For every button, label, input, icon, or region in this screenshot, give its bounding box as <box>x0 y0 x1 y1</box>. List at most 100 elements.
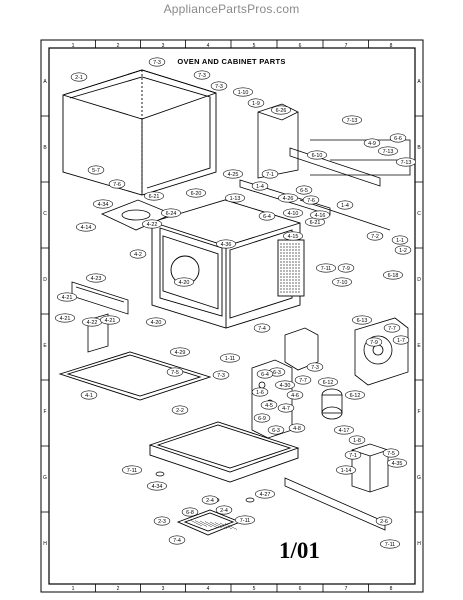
callout-label: 4-29 <box>175 350 186 356</box>
callout-label: 7-3 <box>153 60 161 66</box>
callout: 4-21 <box>56 292 77 302</box>
callout-label: 4-21 <box>105 318 116 324</box>
callout: 1-10 <box>233 87 254 97</box>
callout-label: 2-3 <box>158 519 166 525</box>
callout-label: 4-17 <box>339 428 350 434</box>
callout: 1-8 <box>348 435 366 445</box>
callout-label: 6-9 <box>258 416 266 422</box>
watermark: AppliancePartsPros.com <box>163 2 300 16</box>
callout: 2-2 <box>171 405 189 415</box>
callout: 6-21 <box>144 191 165 201</box>
callout: 4-7 <box>277 403 295 413</box>
callout: 4-5 <box>260 400 278 410</box>
callout: 1-9 <box>247 98 265 108</box>
callout: 7-11 <box>315 263 336 273</box>
callout: 4-10 <box>282 208 303 218</box>
callout: 6-26 <box>270 105 291 115</box>
callout-label: 4-6 <box>291 393 299 399</box>
callout-label: 6-8 <box>186 510 194 516</box>
column-label: 4 <box>207 43 210 49</box>
column-label: 1 <box>72 586 75 592</box>
callout-label: 4-21 <box>62 295 73 301</box>
callout-label: 4-7 <box>282 406 290 412</box>
callout: 7-2 <box>366 231 384 241</box>
callout: 6-24 <box>161 208 182 218</box>
callout-label: 7-13 <box>401 160 412 166</box>
callout: 6-6 <box>389 133 407 143</box>
row-label: A <box>43 79 47 85</box>
page-number: 1/01 <box>279 538 320 563</box>
callout-label: 7-11 <box>240 518 250 524</box>
callout-label: 4-35 <box>392 461 403 467</box>
callout: 4-21 <box>54 313 75 323</box>
base-plate <box>148 421 300 483</box>
callout-label: 6-10 <box>312 153 323 159</box>
callout-label: 7-4 <box>173 538 181 544</box>
callout-label: 1-2 <box>399 248 407 254</box>
callout: 4-34 <box>147 481 168 491</box>
callout-label: 6-12 <box>323 380 334 386</box>
row-label: B <box>417 145 421 151</box>
callout: 7-4 <box>168 535 186 545</box>
callout-label: 6-12 <box>350 393 361 399</box>
row-label: C <box>43 211 47 217</box>
column-label: 7 <box>345 586 348 592</box>
drawing-frame-inner <box>48 47 416 585</box>
callout: 1-4 <box>251 181 269 191</box>
callout-label: 4-34 <box>98 202 109 208</box>
callout: 4-26 <box>277 193 298 203</box>
callout-label: 1-9 <box>252 101 260 107</box>
callout: 7-11 <box>122 465 143 475</box>
callout-label: 6-21 <box>310 220 321 226</box>
callout: 4-15 <box>282 231 303 241</box>
callout-label: 4-27 <box>260 492 271 498</box>
row-label: F <box>417 409 420 415</box>
callout: 4-22 <box>82 317 103 327</box>
callout: 1-4 <box>336 200 354 210</box>
magnetron <box>321 388 343 420</box>
callout-label: 4-23 <box>91 276 102 282</box>
callout-label: 7-3 <box>217 373 225 379</box>
callout-label: 6-24 <box>166 211 177 217</box>
callout-label: 6-20 <box>191 191 202 197</box>
callout: 7-5 <box>166 367 184 377</box>
callout-label: 6-3 <box>272 428 280 434</box>
callout: 4-27 <box>255 489 276 499</box>
callout-label: 4-34 <box>152 484 163 490</box>
frame-ticks <box>41 40 423 592</box>
callout: 4-25 <box>223 169 244 179</box>
callout: 4-23 <box>86 273 107 283</box>
callout-label: 7-6 <box>307 198 315 204</box>
callout-label: 7-13 <box>347 118 358 124</box>
column-label: 8 <box>390 586 393 592</box>
callout: 7-6 <box>302 195 320 205</box>
column-label: 5 <box>253 586 256 592</box>
callout: 6-4 <box>258 211 276 221</box>
callout-label: 7-11 <box>385 542 395 548</box>
callout: 4-22 <box>142 219 163 229</box>
callout-label: 6-21 <box>149 194 160 200</box>
callout-label: 1-1 <box>396 238 404 244</box>
callout-label: 1-13 <box>230 196 241 202</box>
callout: 2-4 <box>215 505 233 515</box>
callout: 1-6 <box>251 387 269 397</box>
row-label: E <box>417 343 421 349</box>
callout-label: 4-1 <box>85 393 93 399</box>
callout-label: 7-9 <box>370 340 378 346</box>
motor-unit <box>284 327 319 371</box>
callout: 6-4 <box>256 369 274 379</box>
callout-label: 2-1 <box>75 75 83 81</box>
callout-label: 7-6 <box>113 182 121 188</box>
callout-label: 4-10 <box>288 211 299 217</box>
column-label: 3 <box>162 586 165 592</box>
callout-label: 4-30 <box>280 383 291 389</box>
callout-label: 4-20 <box>151 320 162 326</box>
callout-label: 7-11 <box>321 266 331 272</box>
callout-label: 4-22 <box>87 320 98 326</box>
callout-label: 2-4 <box>206 498 214 504</box>
long-rail <box>284 477 386 531</box>
callout-label: 7-3 <box>215 84 223 90</box>
callout: 7-3 <box>210 81 228 91</box>
callout: 4-35 <box>386 458 407 468</box>
